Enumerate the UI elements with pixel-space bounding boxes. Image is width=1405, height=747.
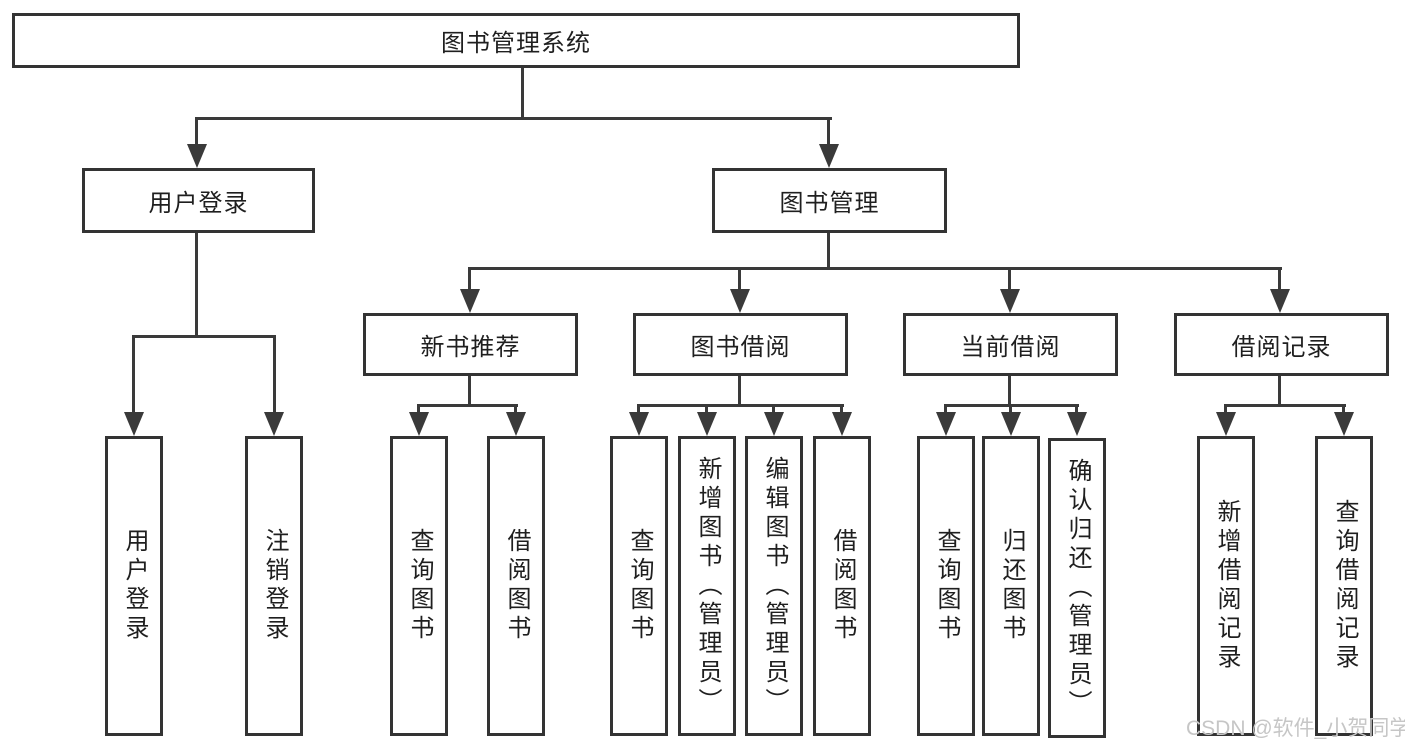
connector-line: [637, 404, 844, 407]
node-book-borrowing-label: 图书借阅: [690, 334, 791, 361]
leaf-edit-books-admin: 编辑图书（管理员）: [745, 436, 803, 736]
connector-line: [738, 267, 741, 293]
arrow-down-icon: [629, 412, 649, 436]
connector-line: [273, 335, 276, 415]
leaf-edit-books-admin-label: 编辑图书（管理员）: [761, 455, 788, 717]
leaf-add-books-admin: 新增图书（管理员）: [678, 436, 736, 736]
connector-line: [468, 267, 471, 293]
leaf-return-books-label: 归还图书: [998, 528, 1025, 644]
connector-line: [705, 404, 708, 416]
arrow-down-icon: [460, 289, 480, 313]
arrow-down-icon: [1067, 412, 1087, 436]
connector-line: [840, 404, 843, 416]
arrow-down-icon: [819, 144, 839, 168]
arrow-down-icon: [409, 412, 429, 436]
leaf-query-borrow-record: 查询借阅记录: [1315, 436, 1373, 736]
node-new-book-recommend: 新书推荐: [363, 313, 578, 376]
node-borrowing-records: 借阅记录: [1174, 313, 1389, 376]
leaf-query-books-current-label: 查询图书: [933, 528, 960, 644]
leaf-query-books-current: 查询图书: [917, 436, 975, 736]
connector-line: [1075, 404, 1078, 416]
connector-line: [944, 404, 947, 416]
connector-line: [1224, 404, 1346, 407]
arrow-down-icon: [124, 412, 144, 436]
leaf-borrow-books-recommend: 借阅图书: [487, 436, 545, 736]
connector-line: [132, 335, 135, 415]
connector-line: [1008, 267, 1011, 293]
leaf-borrow-books-recommend-label: 借阅图书: [503, 528, 530, 644]
connector-line: [1342, 404, 1345, 416]
connector-line: [468, 376, 471, 407]
node-book-management: 图书管理: [712, 168, 947, 233]
connector-line: [417, 404, 420, 416]
connector-line: [1009, 404, 1012, 416]
connector-line: [1278, 376, 1281, 407]
leaf-add-borrow-record-label: 新增借阅记录: [1213, 499, 1240, 673]
connector-line: [827, 233, 830, 270]
leaf-user-login: 用户登录: [105, 436, 163, 736]
connector-line: [195, 233, 198, 338]
node-borrowing-records-label: 借阅记录: [1231, 334, 1332, 361]
leaf-query-borrow-record-label: 查询借阅记录: [1331, 499, 1358, 673]
leaf-query-books-borrow-label: 查询图书: [626, 528, 653, 644]
leaf-logout-login-label: 注销登录: [261, 528, 288, 644]
leaf-query-books-recommend-label: 查询图书: [406, 528, 433, 644]
arrow-down-icon: [1000, 289, 1020, 313]
node-current-borrowing: 当前借阅: [903, 313, 1118, 376]
connector-line: [195, 117, 198, 147]
connector-line: [827, 117, 830, 147]
connector-line: [196, 117, 832, 120]
arrow-down-icon: [730, 289, 750, 313]
leaf-logout-login: 注销登录: [245, 436, 303, 736]
connector-line: [772, 404, 775, 416]
leaf-query-books-borrow: 查询图书: [610, 436, 668, 736]
leaf-user-login-label: 用户登录: [121, 528, 148, 644]
watermark: CSDN @软件_小贺同学: [1186, 717, 1405, 740]
connector-line: [1278, 267, 1281, 293]
leaf-query-books-recommend: 查询图书: [390, 436, 448, 736]
arrow-down-icon: [1216, 412, 1236, 436]
arrow-down-icon: [264, 412, 284, 436]
node-book-borrowing: 图书借阅: [633, 313, 848, 376]
connector-line: [514, 404, 517, 416]
arrow-down-icon: [832, 412, 852, 436]
arrow-down-icon: [1334, 412, 1354, 436]
arrow-down-icon: [187, 144, 207, 168]
connector-line: [468, 267, 1282, 270]
connector-line: [738, 376, 741, 407]
node-new-book-recommend-label: 新书推荐: [420, 334, 521, 361]
arrow-down-icon: [936, 412, 956, 436]
leaf-confirm-return-admin-label: 确认归还（管理员）: [1064, 457, 1091, 719]
leaf-add-borrow-record: 新增借阅记录: [1197, 436, 1255, 736]
connector-line: [1224, 404, 1227, 416]
connector-line: [521, 68, 524, 120]
leaf-add-books-admin-label: 新增图书（管理员）: [694, 455, 721, 717]
node-library-management-system: 图书管理系统: [12, 13, 1020, 68]
leaf-borrow-books-label: 借阅图书: [829, 528, 856, 644]
connector-line: [637, 404, 640, 416]
arrow-down-icon: [764, 412, 784, 436]
node-book-management-label: 图书管理: [779, 190, 880, 217]
arrow-down-icon: [1001, 412, 1021, 436]
leaf-return-books: 归还图书: [982, 436, 1040, 736]
arrow-down-icon: [697, 412, 717, 436]
leaf-borrow-books: 借阅图书: [813, 436, 871, 736]
leaf-confirm-return-admin: 确认归还（管理员）: [1048, 438, 1106, 738]
connector-line: [1008, 376, 1011, 407]
arrow-down-icon: [1270, 289, 1290, 313]
arrow-down-icon: [506, 412, 526, 436]
connector-line: [132, 335, 276, 338]
connector-line: [417, 404, 518, 407]
node-current-borrowing-label: 当前借阅: [960, 334, 1061, 361]
node-user-login: 用户登录: [82, 168, 315, 233]
node-user-login-label: 用户登录: [148, 190, 249, 217]
node-root-label: 图书管理系统: [441, 30, 591, 57]
